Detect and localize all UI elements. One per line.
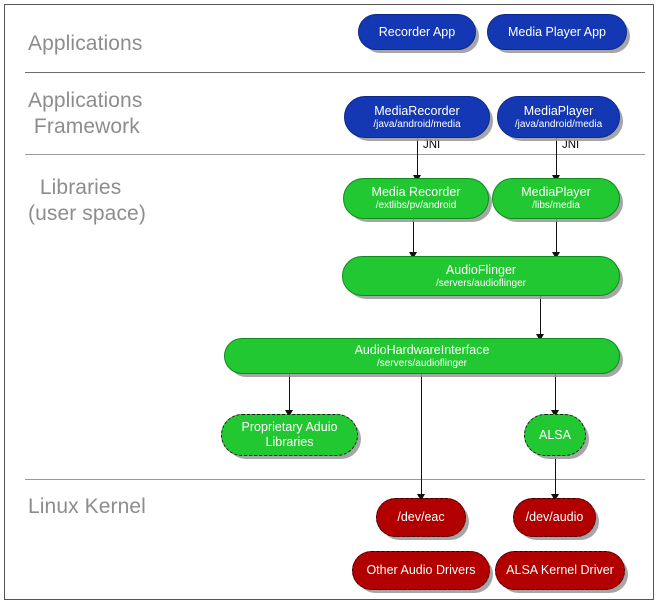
divider-kernel [25,479,645,480]
node-dev-audio-title: /dev/audio [525,510,584,524]
node-mediarecorder-framework[interactable]: MediaRecorder /java/android/media [344,96,490,138]
jni-label-left: JNI [423,139,441,151]
node-audiohardwareinterface[interactable]: AudioHardwareInterface /servers/audiofli… [224,338,620,374]
node-audioflinger[interactable]: AudioFlinger /servers/audioflinger [342,256,620,296]
node-audioflinger-path: /servers/audioflinger [435,277,527,289]
node-mediaplayer-framework[interactable]: MediaPlayer /java/android/media [497,96,620,138]
connector-ahi-alsa [555,374,556,414]
node-proprietary-audio-libraries[interactable]: Proprietary Aduio Libraries [221,414,358,456]
node-mediarecorder-framework-title: MediaRecorder [374,103,460,118]
node-media-recorder-native-path: /extlibs/pv/android [375,200,457,211]
node-media-recorder-native-title: Media Recorder [371,185,461,199]
connector-audioflinger-audiohardwareinterface [540,296,541,338]
node-dev-audio[interactable]: /dev/audio [513,498,596,537]
connector-mediaplayer-jni [556,138,557,178]
connector-mediarecorder-jni [417,138,418,178]
node-audioflinger-title: AudioFlinger [445,262,517,277]
node-media-player-app-title: Media Player App [508,24,606,39]
divider-framework [25,154,645,155]
node-recorder-app-title: Recorder App [378,24,456,39]
node-alsa[interactable]: ALSA [524,414,586,456]
connector-alsa-dev-audio [555,457,556,498]
layer-label-applications-framework: Applications Framework [28,89,143,138]
connector-ahi-proprietary [289,374,290,414]
connector-mediarecorder-audioflinger [413,219,414,256]
layer-label-applications: Applications [28,32,143,55]
node-dev-eac-title: /dev/eac [397,510,445,524]
node-other-audio-drivers[interactable]: Other Audio Drivers [352,551,490,590]
jni-label-right: JNI [562,139,580,151]
node-mediarecorder-framework-path: /java/android/media [373,118,461,130]
node-audiohardwareinterface-path: /servers/audioflinger [376,357,468,369]
node-audiohardwareinterface-title: AudioHardwareInterface [354,342,490,357]
node-media-recorder-native[interactable]: Media Recorder /extlibs/pv/android [343,178,489,219]
node-media-player-native[interactable]: MediaPlayer /libs/media [492,178,620,219]
node-proprietary-audio-libraries-line2: Libraries [265,435,314,449]
node-dev-eac[interactable]: /dev/eac [376,498,466,537]
node-media-player-app[interactable]: Media Player App [487,14,627,50]
layer-label-libraries: Libraries (user space) [28,176,146,225]
node-alsa-kernel-driver[interactable]: ALSA Kernel Driver [495,551,625,590]
node-proprietary-audio-libraries-line1: Proprietary Aduio [241,420,338,434]
node-other-audio-drivers-title: Other Audio Drivers [366,563,476,577]
divider-applications [25,72,645,73]
connector-ahi-dev-eac [421,374,422,498]
node-mediaplayer-framework-title: MediaPlayer [523,103,594,118]
node-mediaplayer-framework-path: /java/android/media [514,118,603,130]
node-media-player-native-title: MediaPlayer [521,185,591,199]
layer-label-linux-kernel: Linux Kernel [28,495,146,518]
node-media-player-native-path: /libs/media [532,200,580,211]
connector-mediaplayer-audioflinger [556,219,557,256]
node-alsa-title: ALSA [539,427,571,442]
node-alsa-kernel-driver-title: ALSA Kernel Driver [506,563,614,577]
node-recorder-app[interactable]: Recorder App [358,14,476,50]
